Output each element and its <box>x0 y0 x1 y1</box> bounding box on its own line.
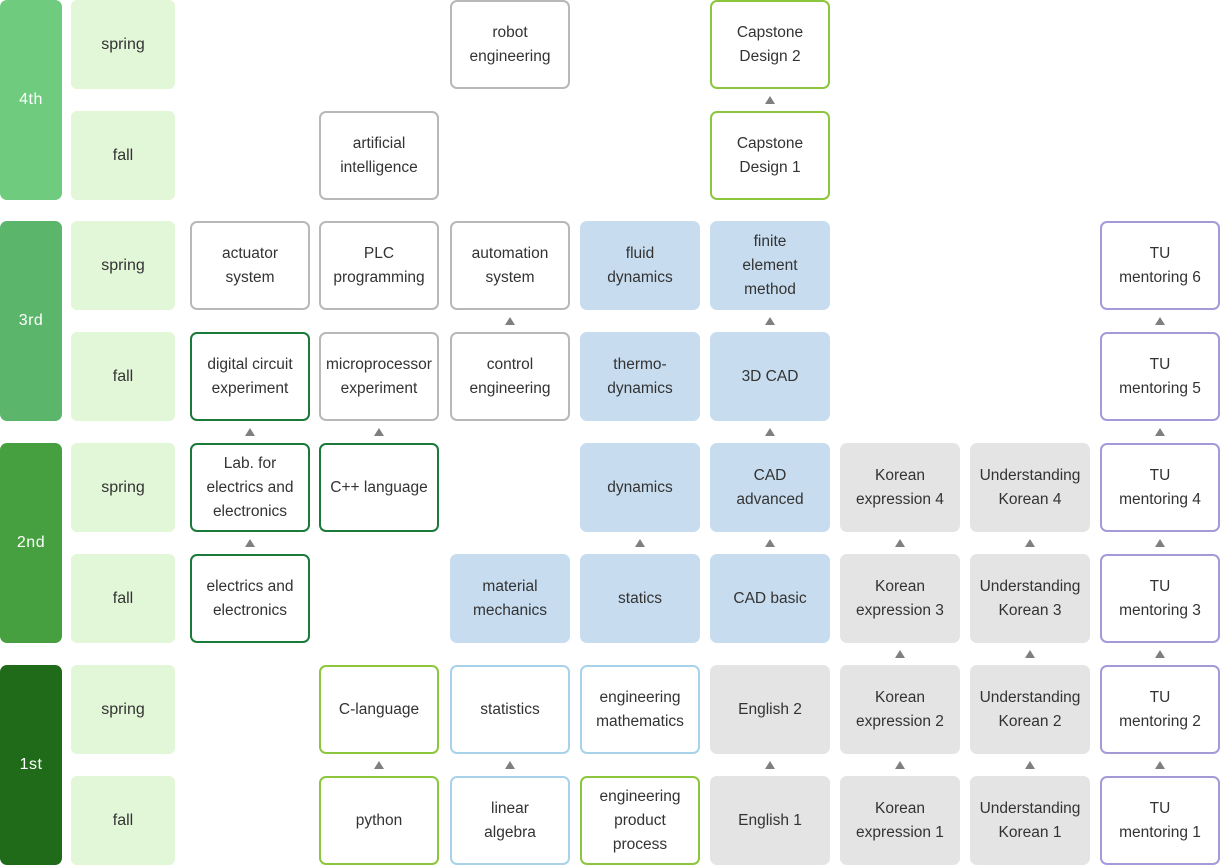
course-lab-electrics-electronics[interactable]: Lab. for electrics and electronics <box>190 443 310 532</box>
course-dynamics[interactable]: dynamics <box>580 443 700 532</box>
prereq-arrow-icon <box>895 539 905 547</box>
course-korean-expression-4[interactable]: Korean expression 4 <box>840 443 960 532</box>
prereq-arrow-icon <box>1025 539 1035 547</box>
prereq-arrow-icon <box>765 761 775 769</box>
course-finite-element-method[interactable]: finite element method <box>710 221 830 310</box>
course-tu-mentoring-4[interactable]: TU mentoring 4 <box>1100 443 1220 532</box>
prereq-arrow-icon <box>505 761 515 769</box>
course-tu-mentoring-3[interactable]: TU mentoring 3 <box>1100 554 1220 643</box>
course-capstone-design-1[interactable]: Capstone Design 1 <box>710 111 830 200</box>
course-korean-expression-1[interactable]: Korean expression 1 <box>840 776 960 865</box>
course-tu-mentoring-2[interactable]: TU mentoring 2 <box>1100 665 1220 754</box>
prereq-arrow-icon <box>245 428 255 436</box>
course-understanding-korean-3[interactable]: Understanding Korean 3 <box>970 554 1090 643</box>
semester-4th-spring: spring <box>71 0 175 89</box>
course-tu-mentoring-1[interactable]: TU mentoring 1 <box>1100 776 1220 865</box>
year-4th: 4th <box>0 0 62 200</box>
prereq-arrow-icon <box>635 539 645 547</box>
course-understanding-korean-2[interactable]: Understanding Korean 2 <box>970 665 1090 754</box>
prereq-arrow-icon <box>1155 539 1165 547</box>
year-2nd: 2nd <box>0 443 62 643</box>
prereq-arrow-icon <box>895 650 905 658</box>
course-python[interactable]: python <box>319 776 439 865</box>
course-korean-expression-3[interactable]: Korean expression 3 <box>840 554 960 643</box>
course-3d-cad[interactable]: 3D CAD <box>710 332 830 421</box>
course-automation-system[interactable]: automation system <box>450 221 570 310</box>
prereq-arrow-icon <box>765 428 775 436</box>
course-english-1[interactable]: English 1 <box>710 776 830 865</box>
course-artificial-intelligence[interactable]: artificial intelligence <box>319 111 439 200</box>
course-capstone-design-2[interactable]: Capstone Design 2 <box>710 0 830 89</box>
course-robot-engineering[interactable]: robot engineering <box>450 0 570 89</box>
course-linear-algebra[interactable]: linear algebra <box>450 776 570 865</box>
prereq-arrow-icon <box>374 428 384 436</box>
semester-3rd-fall: fall <box>71 332 175 421</box>
prereq-arrow-icon <box>1025 761 1035 769</box>
semester-3rd-spring: spring <box>71 221 175 310</box>
course-actuator-system[interactable]: actuator system <box>190 221 310 310</box>
course-microprocessor-experiment[interactable]: microprocessor experiment <box>319 332 439 421</box>
prereq-arrow-icon <box>505 317 515 325</box>
course-plc-programming[interactable]: PLC programming <box>319 221 439 310</box>
prereq-arrow-icon <box>374 761 384 769</box>
course-cad-basic[interactable]: CAD basic <box>710 554 830 643</box>
course-engineering-mathematics[interactable]: engineering mathematics <box>580 665 700 754</box>
course-understanding-korean-4[interactable]: Understanding Korean 4 <box>970 443 1090 532</box>
semester-4th-fall: fall <box>71 111 175 200</box>
course-engineering-product-process[interactable]: engineering product process <box>580 776 700 865</box>
prereq-arrow-icon <box>1155 428 1165 436</box>
prereq-arrow-icon <box>1155 761 1165 769</box>
prereq-arrow-icon <box>765 96 775 104</box>
course-digital-circuit-experiment[interactable]: digital circuit experiment <box>190 332 310 421</box>
semester-2nd-spring: spring <box>71 443 175 532</box>
course-korean-expression-2[interactable]: Korean expression 2 <box>840 665 960 754</box>
course-cpp-language[interactable]: C++ language <box>319 443 439 532</box>
course-electrics-electronics[interactable]: electrics and electronics <box>190 554 310 643</box>
course-c-language[interactable]: C-language <box>319 665 439 754</box>
course-english-2[interactable]: English 2 <box>710 665 830 754</box>
year-1st: 1st <box>0 665 62 865</box>
course-fluid-dynamics[interactable]: fluid dynamics <box>580 221 700 310</box>
semester-1st-fall: fall <box>71 776 175 865</box>
course-material-mechanics[interactable]: material mechanics <box>450 554 570 643</box>
prereq-arrow-icon <box>895 761 905 769</box>
prereq-arrow-icon <box>1025 650 1035 658</box>
year-3rd: 3rd <box>0 221 62 421</box>
prereq-arrow-icon <box>765 317 775 325</box>
course-understanding-korean-1[interactable]: Understanding Korean 1 <box>970 776 1090 865</box>
course-tu-mentoring-6[interactable]: TU mentoring 6 <box>1100 221 1220 310</box>
prereq-arrow-icon <box>765 539 775 547</box>
prereq-arrow-icon <box>1155 317 1165 325</box>
course-control-engineering[interactable]: control engineering <box>450 332 570 421</box>
course-thermodynamics[interactable]: thermo- dynamics <box>580 332 700 421</box>
course-tu-mentoring-5[interactable]: TU mentoring 5 <box>1100 332 1220 421</box>
semester-2nd-fall: fall <box>71 554 175 643</box>
semester-1st-spring: spring <box>71 665 175 754</box>
course-statics[interactable]: statics <box>580 554 700 643</box>
prereq-arrow-icon <box>1155 650 1165 658</box>
course-cad-advanced[interactable]: CAD advanced <box>710 443 830 532</box>
prereq-arrow-icon <box>245 539 255 547</box>
course-statistics[interactable]: statistics <box>450 665 570 754</box>
